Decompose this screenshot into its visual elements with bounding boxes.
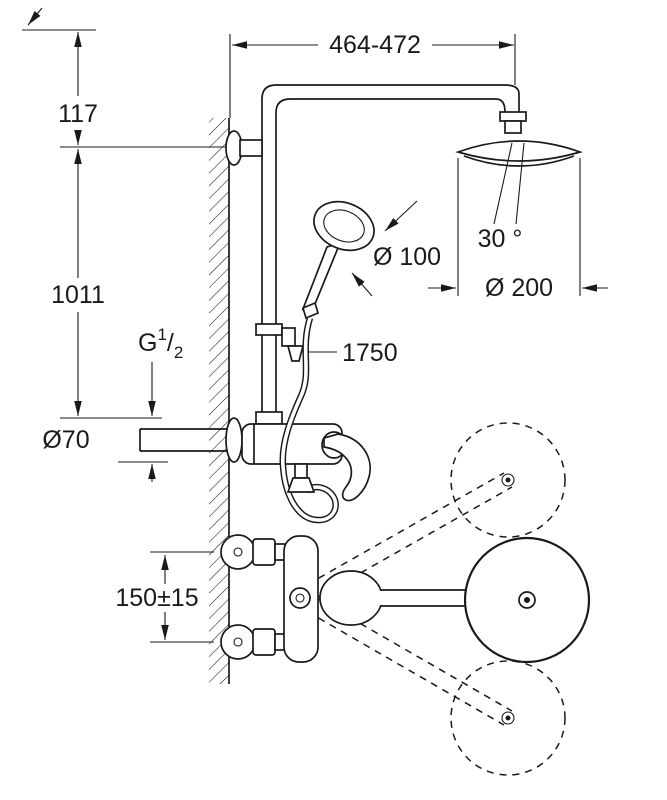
head-body [455, 140, 583, 162]
head-ball-joint [504, 120, 522, 134]
hose-outlet-cone [286, 477, 316, 493]
riser-collar [255, 411, 283, 425]
dimension-head-diameter: Ø 200 [428, 158, 608, 302]
overhead-shower [455, 140, 583, 167]
spout-pivot [289, 587, 311, 609]
hose-inner [280, 317, 338, 522]
dimension-label-offset-top: 117 [58, 100, 98, 128]
dimension-arrow [351, 272, 373, 297]
thread-slash: / [167, 329, 174, 357]
spout-end-range-upper [450, 422, 566, 538]
inlet-center-top [233, 547, 243, 557]
head-union-nut [499, 111, 527, 122]
wall-bracket-arm [239, 139, 263, 157]
angle-line [515, 142, 525, 225]
bath-mixer-top-view [220, 422, 591, 776]
thread-label: G1/2 [138, 325, 183, 362]
dimension-arrow [384, 200, 418, 232]
angle-line [493, 142, 513, 225]
supply-pipe-stub [139, 428, 229, 452]
elbow-outer [504, 84, 520, 112]
dimension-head-swivel: 30 ° [478, 142, 525, 253]
hand-shower [301, 200, 375, 320]
inlet-escutcheon-bottom [220, 624, 256, 660]
spout-tube-fill [380, 591, 467, 605]
elbow-inner [495, 98, 506, 113]
dimension-top-span: 464-472 [229, 31, 516, 118]
dimension-thread-and-escutcheon: G1/2 Ø70 [42, 325, 183, 482]
inlet-union-top [252, 538, 276, 566]
hand-shower-hose-nut [301, 301, 320, 320]
bend-inner [275, 98, 291, 114]
dimension-offset-top: 117 [22, 7, 229, 148]
dimension-hand-shower-diameter: Ø 100 [351, 200, 441, 297]
inlet-center-bottom [233, 637, 243, 647]
hand-shower-head [313, 200, 375, 252]
dimension-pipe-height: 1011 [51, 149, 162, 419]
shower-rail [225, 84, 527, 428]
dimension-label-top-span: 464-472 [329, 31, 421, 59]
hose-connector-cone [286, 345, 305, 362]
head-spray-face [463, 155, 575, 167]
dimension-label-inlet-spacing: 150±15 [115, 584, 198, 612]
inlet-union-bottom [252, 628, 276, 656]
spout-pivot-center [295, 593, 305, 603]
range-center-mark [501, 711, 515, 725]
range-center-dot [505, 477, 511, 483]
thread-denominator: 2 [174, 343, 183, 362]
dimension-label-head-diameter: Ø 200 [485, 274, 553, 302]
leader-arrow [27, 7, 43, 26]
hand-shower-holder-clamp [255, 323, 283, 336]
range-center-mark [501, 473, 515, 487]
wall [209, 118, 230, 684]
dimension-hose-length: 1750 [308, 339, 398, 367]
thread-numerator: 1 [157, 325, 166, 344]
bend-outer [261, 84, 277, 100]
inlet-escutcheon-top [220, 534, 256, 570]
mixer-lever [323, 433, 371, 502]
spout-flange [319, 570, 383, 626]
dimension-label-escutcheon-diameter: Ø70 [42, 426, 89, 454]
wall-hatching [209, 118, 229, 684]
range-center-dot [505, 715, 511, 721]
mixer-outlet [294, 463, 308, 479]
shower-hose [279, 317, 339, 524]
spout-end-range-lower [450, 660, 566, 776]
hand-shower-handle [301, 241, 342, 311]
spout-end-dot [524, 597, 530, 603]
mixer-escutcheon [225, 417, 243, 463]
spout-position-lower [295, 604, 505, 726]
dimension-label-hand-shower-diameter: Ø 100 [373, 243, 441, 271]
dimension-label-pipe-height: 1011 [51, 281, 105, 309]
dimension-inlet-spacing: 150±15 [115, 551, 214, 643]
hand-shower-face [323, 209, 365, 243]
thread-base: G [138, 329, 157, 357]
spout-position-upper [295, 472, 505, 592]
dimension-label-hose-length: 1750 [342, 339, 398, 367]
dimension-label-head-swivel: 30 ° [478, 225, 523, 253]
hand-shower-holder-knob [281, 327, 296, 347]
